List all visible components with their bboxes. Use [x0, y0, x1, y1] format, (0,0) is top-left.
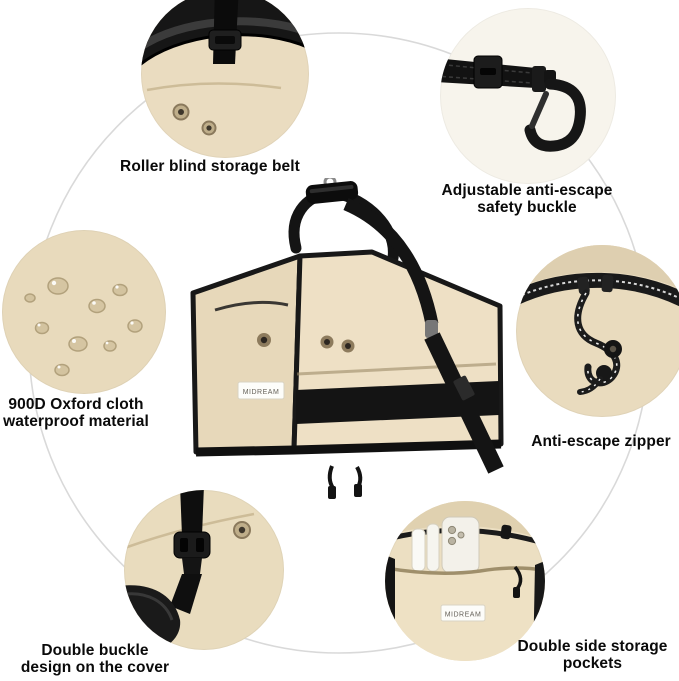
- brand-patch-text: MIDREAM: [243, 389, 280, 396]
- pet-carrier-bag-image: MIDREAM: [160, 178, 520, 513]
- double-buckle-photo: [124, 490, 284, 650]
- shoulder-strap: [343, 198, 504, 474]
- waterproof-material-photo: [2, 230, 166, 394]
- phone: [441, 516, 480, 574]
- roller-blind-label: Roller blind storage belt: [120, 158, 300, 175]
- anti-escape-zipper-label: Anti-escape zipper: [531, 433, 671, 450]
- anti-escape-zipper-photo: [516, 245, 679, 417]
- storage-pockets-photo: MIDREAM: [385, 501, 545, 661]
- roller-blind-photo: [141, 0, 309, 158]
- bottom-zipper-pulls: [327, 465, 363, 499]
- front-pocket-strap: [296, 381, 499, 424]
- water-droplets: [24, 277, 143, 377]
- lock-rope: [574, 289, 622, 395]
- bottle: [411, 528, 426, 572]
- double-buckle-label: Double buckle design on the cover: [20, 642, 170, 677]
- bag-front-details: [296, 335, 499, 424]
- side-release-buckle-icon: [173, 531, 211, 574]
- zipper-slider-icon: [500, 524, 512, 540]
- bottle: [426, 523, 440, 572]
- snap-hook-icon: [524, 70, 586, 152]
- safety-buckle-photo: [440, 8, 616, 184]
- cover-strap: [180, 490, 204, 536]
- strap-hook-icon: [425, 320, 438, 338]
- zipper-tape: [516, 272, 679, 307]
- waterproof-material-label: 900D Oxford cloth waterproof material: [3, 396, 149, 431]
- storage-pockets-label: Double side storage pockets: [517, 638, 668, 673]
- safety-buckle-label: Adjustable anti-escape safety buckle: [441, 182, 613, 217]
- brand-patch: [440, 604, 486, 622]
- pocket-items: [411, 516, 480, 574]
- zipper-slider-icon: [601, 274, 614, 293]
- brand-patch: [237, 381, 285, 400]
- brand-patch-text: MIDREAM: [445, 612, 482, 619]
- bag-end-panel-details: MIDREAM: [214, 300, 289, 400]
